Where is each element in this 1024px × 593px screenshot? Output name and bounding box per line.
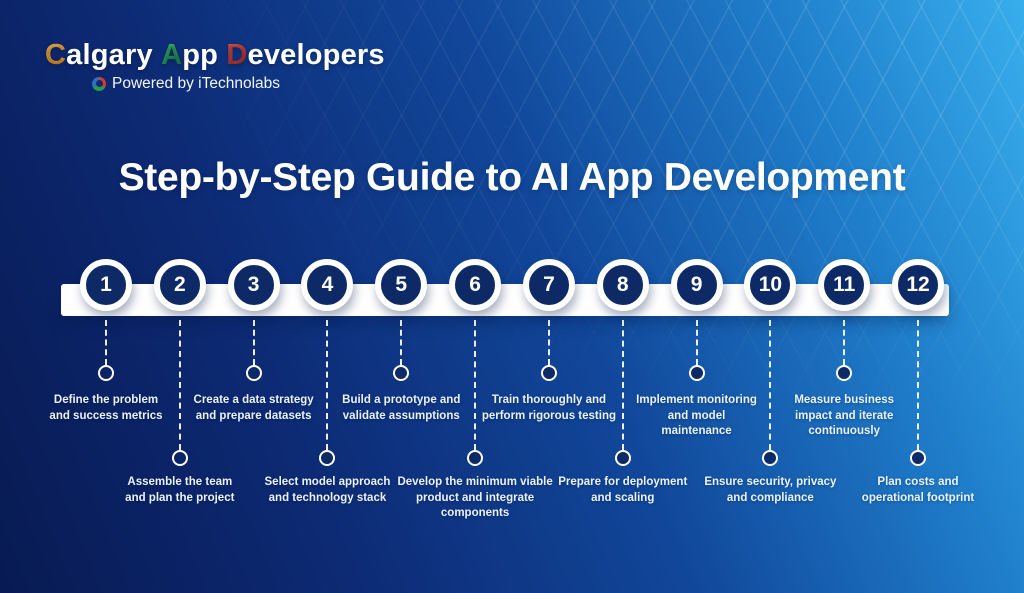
step-label: Train thoroughly and perform rigorous te… bbox=[481, 394, 616, 422]
step-number-badge: 2 bbox=[153, 259, 206, 311]
step-label: Plan costs and operational footprint bbox=[861, 476, 975, 504]
brand-letter-a: A bbox=[161, 39, 183, 71]
step-number: 2 bbox=[173, 273, 186, 296]
step-number: 11 bbox=[833, 273, 856, 296]
connector-dashed-line bbox=[621, 320, 624, 450]
connector-dashed-line bbox=[695, 320, 698, 365]
brand-logo: Calgary App Developers Powered by iTechn… bbox=[45, 39, 385, 93]
step-number-badge: 9 bbox=[670, 259, 723, 311]
connector-dashed-line bbox=[843, 320, 846, 365]
step-number: 1 bbox=[100, 273, 112, 296]
step-number: 7 bbox=[543, 273, 555, 296]
step-dot bbox=[762, 450, 779, 466]
step-number: 5 bbox=[395, 273, 408, 296]
step-number: 3 bbox=[247, 273, 260, 296]
step-number: 6 bbox=[469, 273, 481, 296]
step-label: Implement monitoring and model maintenan… bbox=[636, 394, 757, 438]
step-label: Measure business impact and iterate cont… bbox=[794, 394, 895, 438]
step-number: 9 bbox=[690, 273, 703, 296]
step-number: 10 bbox=[758, 273, 783, 296]
step-dot bbox=[98, 365, 114, 381]
step-number-badge: 10 bbox=[744, 259, 797, 311]
step-number: 4 bbox=[321, 273, 334, 296]
brand-tagline: Powered by iTechnolabs bbox=[112, 74, 281, 92]
step-number: 8 bbox=[616, 273, 629, 296]
brand-tagline-row: Powered by iTechnolabs bbox=[92, 75, 385, 93]
step-number-badge: 5 bbox=[375, 259, 428, 311]
connector-dashed-line bbox=[769, 320, 772, 450]
connector-dashed-line bbox=[917, 320, 920, 450]
brand-text-app: pp bbox=[182, 39, 219, 71]
step-number-badge: 1 bbox=[80, 259, 132, 311]
step-label: Prepare for deployment and scaling bbox=[558, 476, 688, 504]
page-title: Step-by-Step Guide to AI App Development bbox=[118, 156, 906, 199]
brand-text-calgary: algary bbox=[66, 39, 153, 71]
step-label: Define the problem and success metrics bbox=[49, 394, 163, 422]
connector-dashed-line bbox=[252, 320, 255, 365]
step-number-badge: 8 bbox=[596, 259, 649, 311]
step-dot bbox=[245, 365, 262, 381]
brand-text-developers: evelopers bbox=[247, 39, 385, 71]
step-number: 12 bbox=[906, 273, 930, 296]
connector-dashed-line bbox=[547, 320, 550, 365]
step-number-badge: 7 bbox=[522, 259, 575, 311]
step-dot bbox=[393, 365, 410, 381]
step-dot bbox=[171, 450, 188, 466]
brand-letter-c: C bbox=[45, 39, 67, 71]
step-dot bbox=[688, 365, 705, 381]
step-number-badge: 12 bbox=[892, 259, 945, 311]
step-number-badge: 4 bbox=[301, 259, 354, 311]
itechnolabs-logo-icon bbox=[92, 76, 106, 91]
connector-dashed-line bbox=[474, 320, 477, 450]
step-dot bbox=[910, 450, 927, 466]
brand-wordmark: Calgary App Developers bbox=[45, 39, 385, 72]
step-label: Develop the minimum viable product and i… bbox=[397, 476, 553, 520]
connector-dashed-line bbox=[105, 320, 107, 365]
step-dot bbox=[319, 450, 336, 466]
step-dot bbox=[540, 365, 557, 381]
step-label: Build a prototype and validate assumptio… bbox=[342, 394, 461, 422]
step-label: Select model approach and technology sta… bbox=[264, 476, 391, 504]
step-dot bbox=[467, 450, 484, 466]
step-label: Ensure security, privacy and compliance bbox=[704, 476, 837, 504]
connector-dashed-line bbox=[326, 320, 329, 450]
brand-letter-d: D bbox=[226, 39, 248, 71]
step-number-badge: 6 bbox=[449, 259, 502, 311]
step-label: Create a data strategy and prepare datas… bbox=[193, 394, 314, 422]
timeline-bar bbox=[61, 284, 949, 316]
step-label: Assemble the team and plan the project bbox=[125, 476, 235, 504]
connector-dashed-line bbox=[178, 320, 181, 450]
step-dot bbox=[614, 450, 631, 466]
step-number-badge: 3 bbox=[227, 259, 280, 311]
step-number-badge: 11 bbox=[818, 259, 871, 311]
connector-dashed-line bbox=[400, 320, 403, 365]
step-dot bbox=[836, 365, 853, 381]
